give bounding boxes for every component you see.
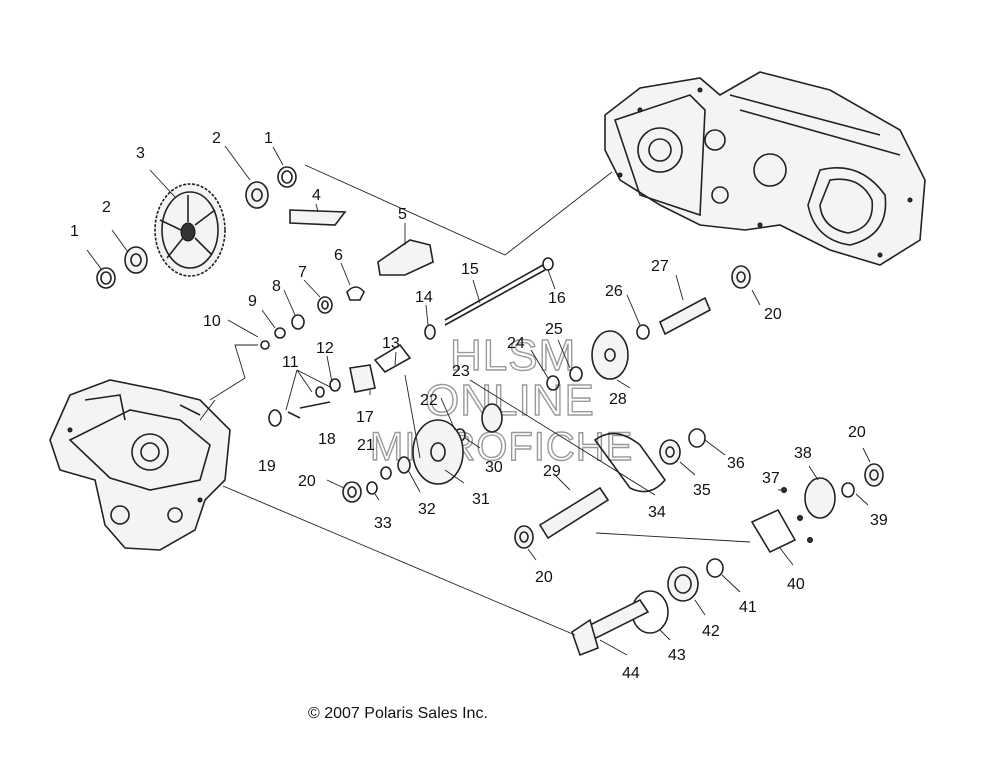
callout-41: 41 [739,599,757,616]
callout-3: 3 [136,145,145,162]
large-gear-3 [154,183,226,277]
callout-15: 15 [461,261,479,278]
callout-1b: 1 [70,223,79,240]
callout-28: 28 [609,391,627,408]
callout-24: 24 [507,335,525,352]
callout-38: 38 [794,445,812,462]
callout-39: 39 [870,512,888,529]
callout-23: 23 [452,363,470,380]
callout-1a: 1 [264,130,273,147]
callout-34: 34 [648,504,666,521]
callout-12: 12 [316,340,334,357]
watermark-line-1: HLSM [450,331,576,380]
callout-9: 9 [248,293,257,310]
callout-33: 33 [374,515,392,532]
callout-20c: 20 [848,424,866,441]
callout-21: 21 [357,437,375,454]
shafts-and-components [287,209,836,657]
callout-20b: 20 [764,306,782,323]
callout-43: 43 [668,647,686,664]
callout-30: 30 [485,459,503,476]
left-transmission-case [49,379,231,551]
callout-19: 19 [258,458,276,475]
callout-35: 35 [693,482,711,499]
callout-37: 37 [762,470,780,487]
callout-17: 17 [356,409,374,426]
callout-6: 6 [334,247,343,264]
callout-7: 7 [298,264,307,281]
callout-27: 27 [651,258,669,275]
callout-26: 26 [605,283,623,300]
callout-40: 40 [787,576,805,593]
callout-20a: 20 [298,473,316,490]
watermark-line-2: ONLINE [425,376,595,425]
callout-4: 4 [312,187,321,204]
callout-18: 18 [318,431,336,448]
callout-2a: 2 [212,130,221,147]
callout-36: 36 [727,455,745,472]
callout-11: 11 [282,354,299,371]
callout-44: 44 [622,665,640,682]
callout-42: 42 [702,623,720,640]
callout-13: 13 [382,335,400,352]
callout-22: 22 [420,392,438,409]
callout-10: 10 [203,313,221,330]
callout-20d: 20 [535,569,553,586]
leader-lines [86,145,871,656]
right-transmission-case [604,71,926,266]
callout-29: 29 [543,463,561,480]
callout-14: 14 [415,289,433,306]
callout-32: 32 [418,501,436,518]
callout-8: 8 [272,278,281,295]
copyright-notice: © 2007 Polaris Sales Inc. [308,705,488,722]
callout-25: 25 [545,321,563,338]
bearings-and-seals [96,166,884,634]
callout-16: 16 [548,290,566,307]
callout-2b: 2 [102,199,111,216]
callout-numbers: 1 2 3 1 2 4 5 6 7 8 9 10 11 12 13 14 15 … [70,130,888,682]
callout-31: 31 [472,491,490,508]
callout-5: 5 [398,206,407,223]
